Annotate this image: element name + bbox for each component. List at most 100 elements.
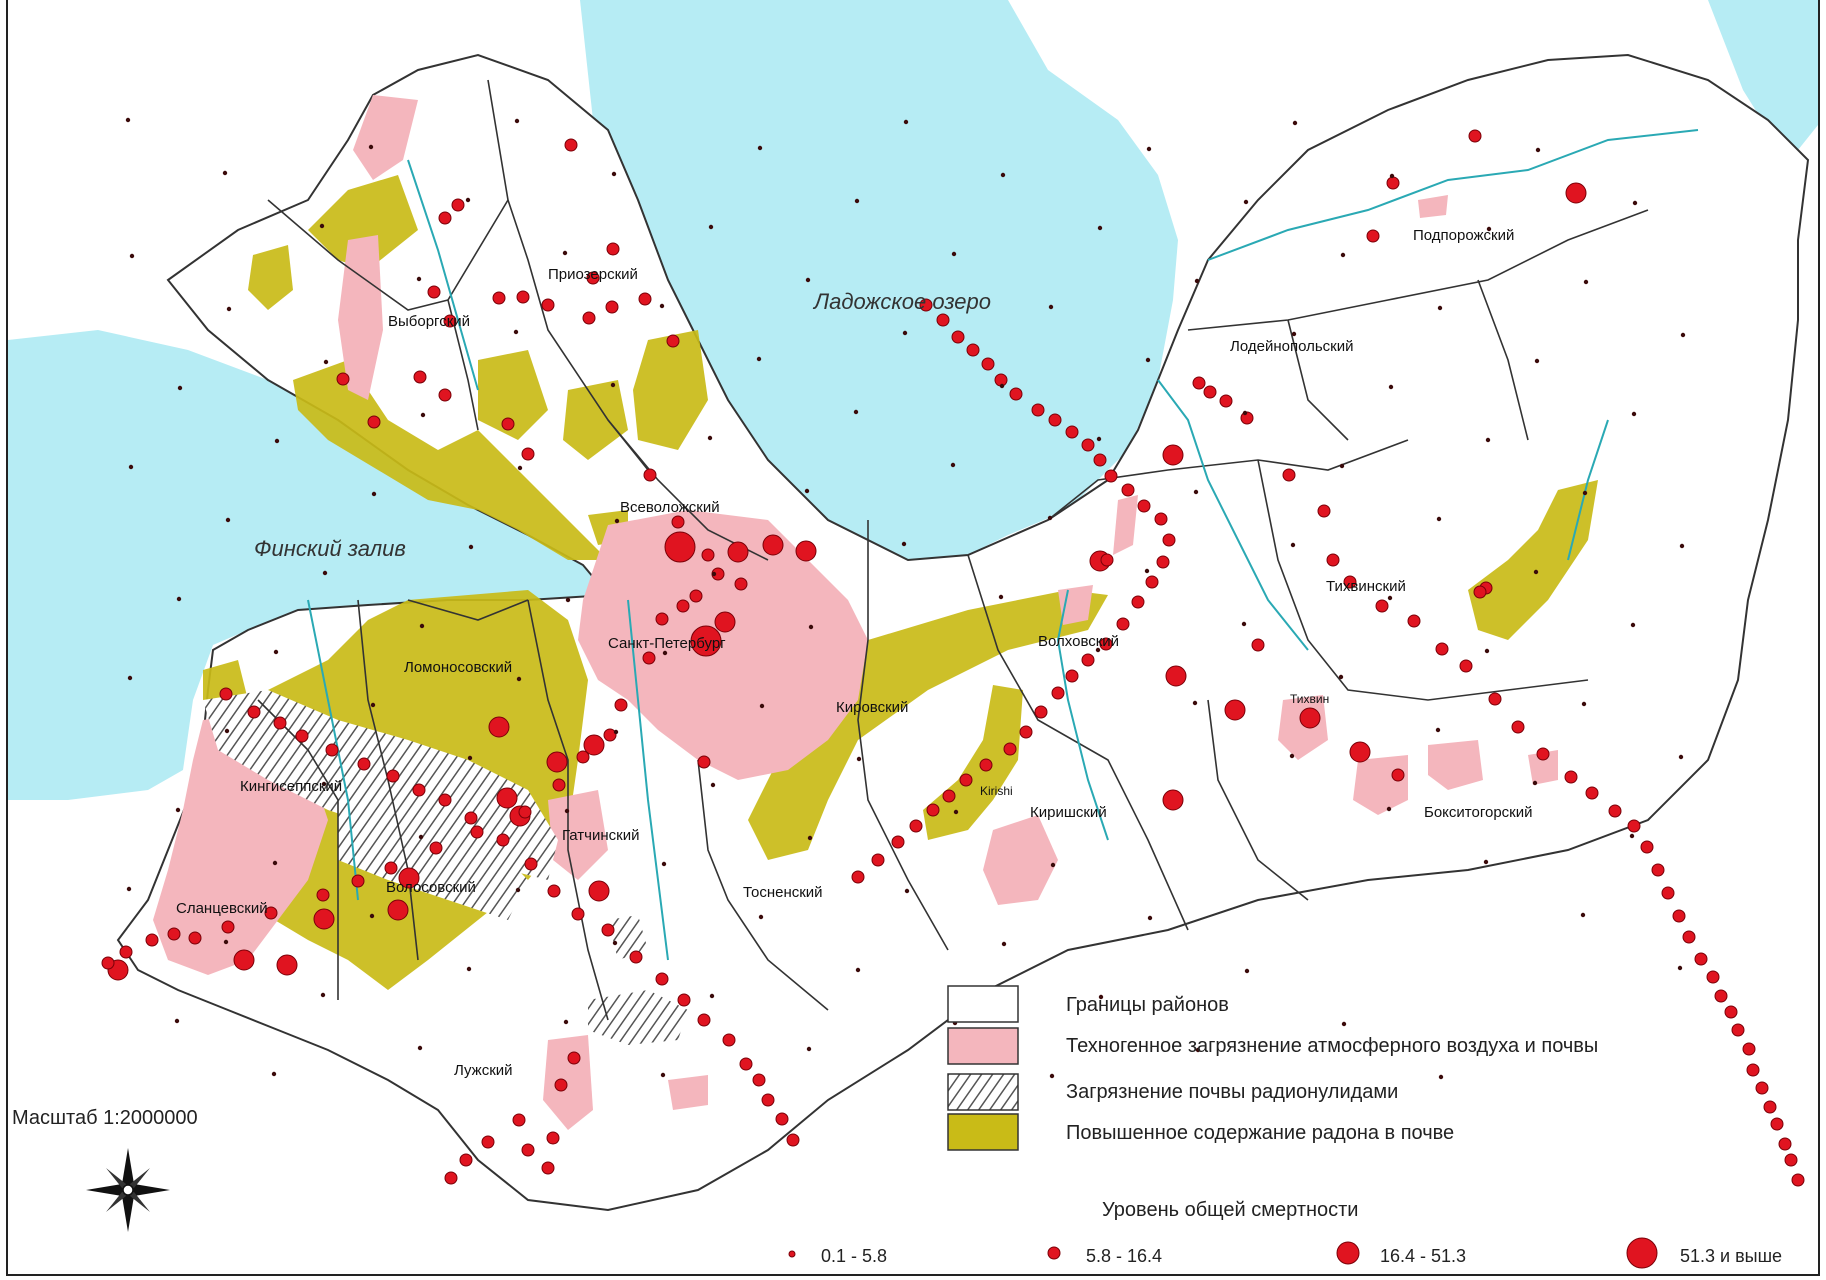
mortality-dot xyxy=(554,1078,568,1092)
river xyxy=(1056,589,1109,841)
mortality-dot xyxy=(1407,614,1421,628)
mortality-dot xyxy=(1299,707,1321,729)
settlement-dot xyxy=(1630,622,1636,628)
settlement-dot xyxy=(1290,542,1296,548)
mortality-dot xyxy=(1100,553,1114,567)
mortality-dot xyxy=(1724,1005,1738,1019)
settlement-dot xyxy=(564,808,570,814)
pollution-zone xyxy=(543,1035,593,1130)
pollution-zone xyxy=(1428,740,1483,790)
settlement-dot xyxy=(1436,516,1442,522)
mortality-dot xyxy=(1203,385,1217,399)
legend-label-pollution: Техногенное загрязнение атмосферного воз… xyxy=(1066,1035,1598,1057)
mortality-dot xyxy=(1081,653,1095,667)
mortality-dot xyxy=(1219,394,1233,408)
mortality-dot xyxy=(1034,705,1048,719)
river xyxy=(407,159,479,391)
mortality-dot xyxy=(1435,642,1449,656)
district-label-luzhsky: Лужский xyxy=(454,1062,513,1079)
settlement-dot xyxy=(1292,120,1298,126)
mortality-dot xyxy=(1511,720,1525,734)
district-label-boksitogorsky: Бокситогорский xyxy=(1424,804,1533,821)
settlement-dot xyxy=(416,276,422,282)
mortality-dot-class-4 xyxy=(1626,1237,1658,1269)
mortality-dot xyxy=(786,1133,800,1147)
district-label-priozersky: Приозерский xyxy=(548,266,638,283)
radon-zone xyxy=(478,350,548,440)
settlement-dot xyxy=(1580,912,1586,918)
mortality-dot xyxy=(571,907,585,921)
mortality-class-3-label: 16.4 - 51.3 xyxy=(1380,1246,1466,1266)
district-label-spb: Санкт-Петербург xyxy=(608,635,726,652)
mortality-dot xyxy=(1731,1023,1745,1037)
settlement-dot xyxy=(999,383,1005,389)
settlement-dot xyxy=(517,465,523,471)
settlement-dot xyxy=(125,117,131,123)
settlement-dot xyxy=(804,488,810,494)
district-label-lomonosovsky: Ломоносовский xyxy=(404,659,512,676)
mortality-dot xyxy=(1585,786,1599,800)
district-boundary xyxy=(857,520,949,951)
mortality-dot xyxy=(443,314,457,328)
mortality-dot xyxy=(1488,692,1502,706)
mortality-dot xyxy=(1162,533,1176,547)
mortality-dot xyxy=(606,242,620,256)
district-boundary xyxy=(1257,459,1589,701)
settlement-dot xyxy=(901,541,907,547)
mortality-dot xyxy=(795,540,817,562)
mortality-dot xyxy=(775,1112,789,1126)
pollution-zone xyxy=(1113,495,1138,555)
mortality-dot xyxy=(1104,469,1118,483)
mortality-dot xyxy=(1661,886,1675,900)
mortality-dot xyxy=(1564,770,1578,784)
mortality-dot xyxy=(524,857,538,871)
settlement-dot xyxy=(417,1045,423,1051)
mortality-dot xyxy=(586,271,600,285)
settlement-dot xyxy=(1244,968,1250,974)
settlement-dot xyxy=(758,914,764,920)
mortality-dot xyxy=(582,311,596,325)
district-boundary xyxy=(1287,319,1349,441)
mortality-dot xyxy=(552,778,566,792)
settlement-dot xyxy=(1097,225,1103,231)
mortality-dot xyxy=(1154,512,1168,526)
mortality-dot xyxy=(1468,129,1482,143)
settlement-dot xyxy=(174,1018,180,1024)
settlement-dot xyxy=(1195,1047,1201,1053)
settlement-dot xyxy=(562,250,568,256)
settlement-dot xyxy=(1047,515,1053,521)
mortality-dot xyxy=(219,687,233,701)
mortality-dot xyxy=(739,1057,753,1071)
mortality-dot xyxy=(438,211,452,225)
mortality-dot xyxy=(1349,741,1371,763)
settlement-dot xyxy=(1438,1074,1444,1080)
mortality-dot xyxy=(891,835,905,849)
settlement-dot xyxy=(1582,490,1588,496)
mortality-dot xyxy=(459,1153,473,1167)
mortality-dot xyxy=(752,1073,766,1087)
mortality-dot xyxy=(1137,499,1151,513)
mortality-dot xyxy=(919,298,933,312)
mortality-dot xyxy=(1065,669,1079,683)
mortality-dot xyxy=(1473,585,1487,599)
mortality-dot xyxy=(1682,930,1696,944)
settlement-dot xyxy=(1678,754,1684,760)
mortality-dot xyxy=(1145,575,1159,589)
mortality-dot xyxy=(295,729,309,743)
radionuclide-zone xyxy=(588,990,688,1045)
settlement-dot xyxy=(1340,252,1346,258)
mortality-dot xyxy=(438,793,452,807)
settlement-dot xyxy=(709,993,715,999)
mortality-dot xyxy=(1156,555,1170,569)
settlement-dot xyxy=(467,755,473,761)
settlement-dot xyxy=(226,306,232,312)
settlement-dot xyxy=(1048,304,1054,310)
radon-zone xyxy=(633,330,708,450)
settlement-dot xyxy=(1388,384,1394,390)
settlement-dot xyxy=(1437,305,1443,311)
mortality-dot xyxy=(1386,176,1400,190)
settlement-dot xyxy=(369,913,375,919)
mortality-dot xyxy=(1003,742,1017,756)
settlement-dot xyxy=(1339,463,1345,469)
mortality-dot xyxy=(313,908,335,930)
